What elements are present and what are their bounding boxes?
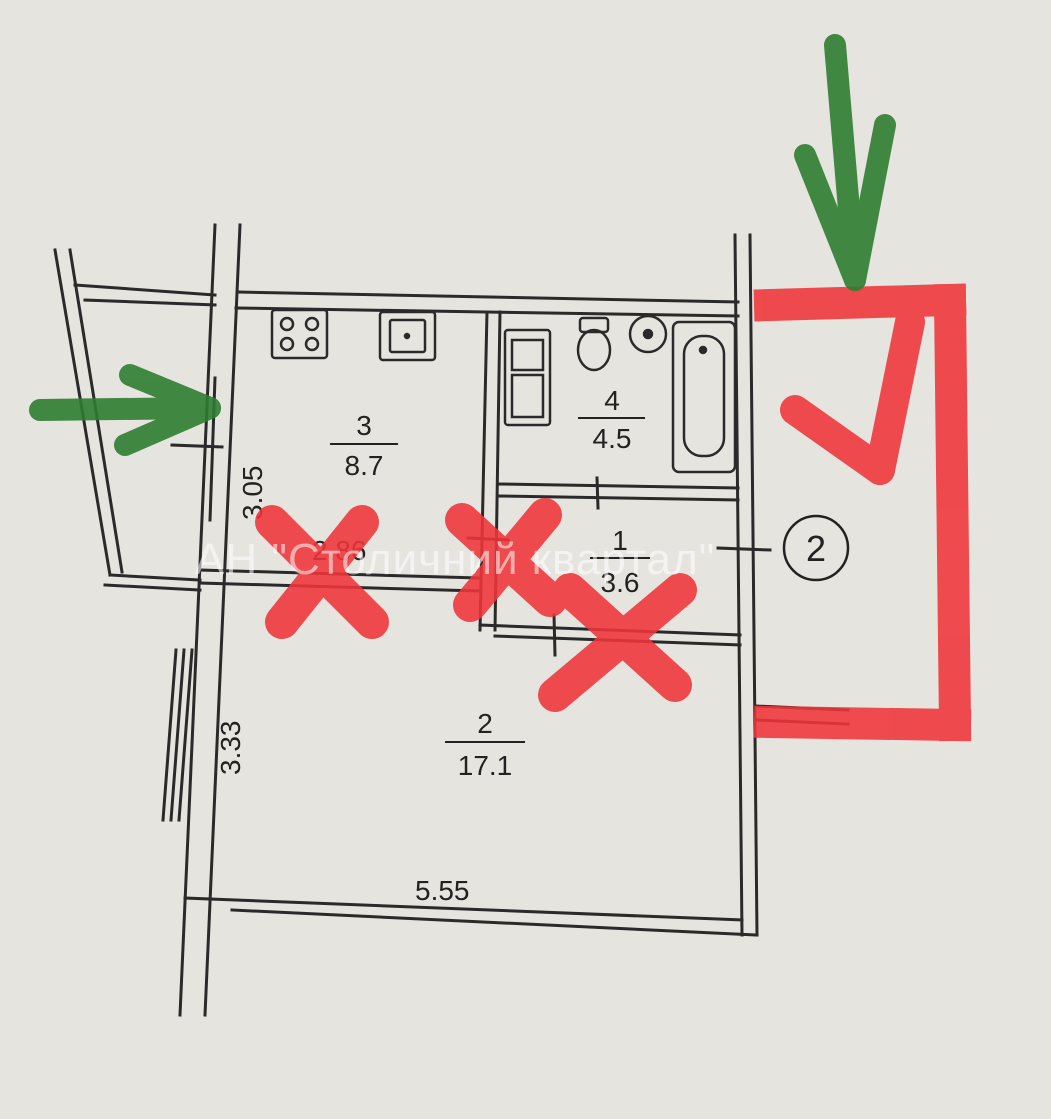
watermark: АН "Столичний квартал": [195, 535, 716, 584]
cross-mark-icon: [255, 505, 389, 639]
room-area: 4.5: [593, 423, 632, 454]
red-annotations: [255, 283, 972, 742]
washbasin-icon: [628, 314, 668, 354]
room-area: 17.1: [458, 750, 513, 781]
room-number: 2: [477, 708, 493, 739]
stove-icon: [270, 308, 329, 360]
room-area: 8.7: [345, 450, 384, 481]
check-mark-icon: [780, 307, 925, 485]
room-hallway: 1 3.6: [590, 525, 650, 598]
room-bathroom: 4 4.5: [578, 385, 645, 454]
arrow-right-icon: [29, 364, 221, 456]
toilet-icon: [576, 316, 612, 372]
room-number: 4: [604, 385, 620, 416]
cross-mark-icon: [538, 573, 697, 712]
room-area: 3.6: [601, 567, 640, 598]
bathtub-icon: [671, 320, 737, 474]
dimension-room-height: 3.33: [215, 721, 246, 776]
apartment-marker-number: 2: [806, 528, 826, 569]
apartment-marker: 2: [782, 514, 850, 582]
sink-icon: [378, 310, 437, 362]
dimension-room-width: 5.55: [415, 875, 470, 906]
arrow-down-icon: [794, 34, 896, 291]
cross-mark-icon: [445, 498, 567, 622]
bracket-outline: [753, 283, 972, 742]
room-kitchen: 3 8.7: [330, 410, 398, 481]
room-number: 3: [356, 410, 372, 441]
room-number: 1: [612, 525, 628, 556]
green-annotations: [29, 34, 896, 456]
room-living: 2 17.1: [445, 708, 525, 781]
washing-machine-icon: [503, 328, 552, 427]
